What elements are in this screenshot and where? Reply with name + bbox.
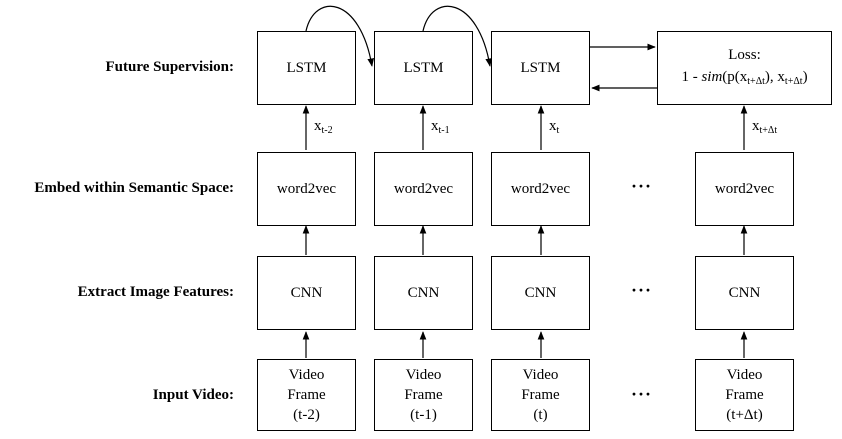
video-frame-1-time: (t-2) — [293, 407, 320, 423]
lstm-box-2: LSTM — [374, 31, 473, 105]
loss-sub-2: t+Δt — [784, 75, 803, 87]
row-label-future-supervision: Future Supervision: — [105, 59, 235, 75]
arrow-lstm-recurrent-1 — [305, 5, 375, 67]
word2vec-box-1: word2vec — [257, 152, 356, 226]
x-label-2-sub: t-1 — [438, 125, 450, 136]
word2vec-box-2: word2vec — [374, 152, 473, 226]
video-frame-1-line1: Video — [288, 367, 325, 383]
video-frame-4-time: (t+Δt) — [726, 407, 763, 423]
loss-prefix: 1 - — [681, 68, 702, 85]
x-label-3: xt — [549, 118, 559, 136]
video-frame-4-line1: Video — [726, 367, 763, 383]
ellipsis-embed: ··· — [631, 176, 653, 196]
x-label-2-base: x — [431, 118, 439, 134]
x-label-4-sub: t+Δt — [759, 125, 778, 136]
video-frame-1-line2: Frame — [287, 387, 326, 403]
video-frame-4-line2: Frame — [725, 387, 764, 403]
cnn-box-4: CNN — [695, 256, 794, 330]
x-label-1: xt-2 — [314, 118, 333, 136]
ellipsis-extract: ··· — [631, 280, 653, 300]
x-label-1-sub: t-2 — [321, 125, 333, 136]
video-frame-2-time: (t-1) — [410, 407, 437, 423]
loss-sim: sim — [701, 68, 723, 85]
video-frame-box-3: Video Frame (t) — [491, 359, 590, 431]
row-label-input-video: Input Video: — [152, 387, 234, 403]
video-frame-3-line2: Frame — [521, 387, 560, 403]
row-label-embed: Embed within Semantic Space: — [34, 180, 234, 196]
word2vec-box-4: word2vec — [695, 152, 794, 226]
loss-sub-1: t+Δt — [747, 75, 765, 87]
arrow-lstm-recurrent-2 — [422, 5, 493, 67]
row-label-extract: Extract Image Features: — [77, 284, 234, 300]
loss-box: Loss: 1 - sim(p(xt+Δt), xt+Δt) — [657, 31, 832, 105]
x-label-4-base: x — [752, 118, 760, 134]
word2vec-box-3: word2vec — [491, 152, 590, 226]
loss-close: ) — [802, 68, 808, 85]
x-label-1-base: x — [314, 118, 322, 134]
video-frame-3-line1: Video — [522, 367, 559, 383]
lstm-box-1: LSTM — [257, 31, 356, 105]
loss-formula: 1 - sim(p(xt+Δt), xt+Δt) — [681, 66, 807, 93]
x-label-3-sub: t — [556, 125, 560, 136]
loss-title: Loss: — [728, 46, 761, 63]
video-frame-2-line1: Video — [405, 367, 442, 383]
ellipsis-input: ··· — [631, 384, 653, 404]
x-label-4: xt+Δt — [752, 118, 777, 136]
cnn-box-2: CNN — [374, 256, 473, 330]
cnn-box-1: CNN — [257, 256, 356, 330]
video-frame-box-4: Video Frame (t+Δt) — [695, 359, 794, 431]
cnn-box-3: CNN — [491, 256, 590, 330]
video-frame-box-1: Video Frame (t-2) — [257, 359, 356, 431]
video-frame-2-line2: Frame — [404, 387, 443, 403]
loss-open: (p(x — [722, 68, 748, 85]
x-label-2: xt-1 — [431, 118, 450, 136]
loss-mid: ), x — [764, 68, 785, 85]
video-frame-box-2: Video Frame (t-1) — [374, 359, 473, 431]
x-label-3-base: x — [549, 118, 557, 134]
video-frame-3-time: (t) — [533, 407, 548, 423]
lstm-box-3: LSTM — [491, 31, 590, 105]
